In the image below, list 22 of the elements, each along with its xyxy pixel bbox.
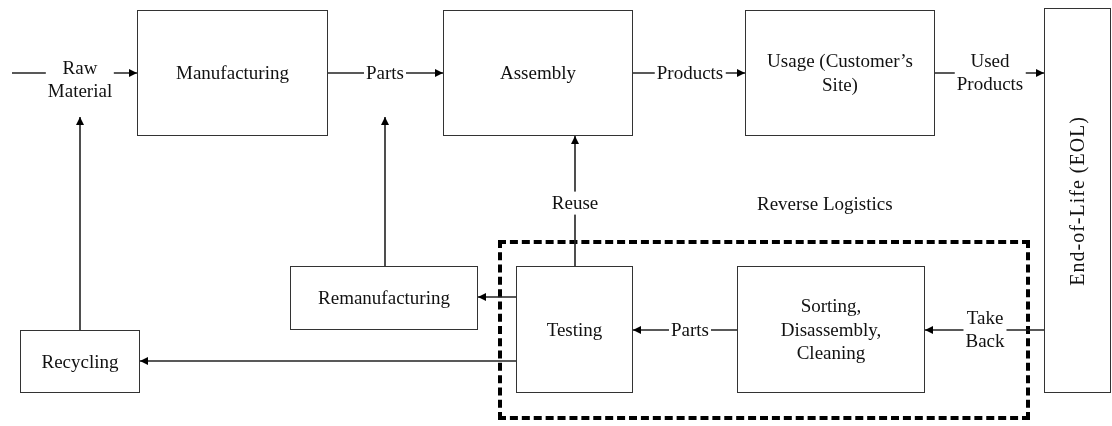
process-box [20,330,140,393]
process-box [745,10,935,136]
process-box [137,10,328,136]
process-box [290,266,478,330]
node-label: Usage (Customer’s Site) [766,49,914,97]
node-label: Sorting, Disassembly, Cleaning [779,293,883,366]
arrow [76,116,84,331]
arrow [381,116,389,267]
node-label: Assembly [499,61,577,85]
node-label: Recycling [40,349,120,374]
process-box [516,266,633,393]
process-box [443,10,633,136]
arrow [477,293,517,301]
process-box [737,266,925,393]
node-label: Remanufacturing [317,286,451,310]
edge-label: Reuse [549,191,601,215]
end-of-life-box [1044,8,1111,393]
node-label: End-of-Life (EOL) [1065,115,1090,286]
node-label: Manufacturing [175,61,290,85]
region-heading: Reverse Logistics [757,192,893,216]
arrow [139,357,517,365]
node-label: Testing [545,317,604,342]
